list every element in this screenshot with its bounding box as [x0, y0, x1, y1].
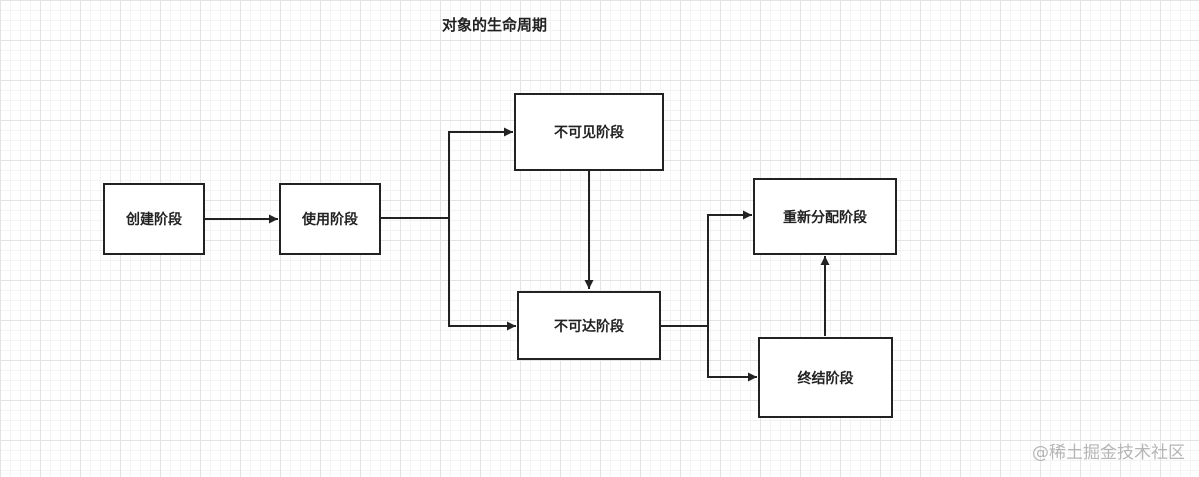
watermark: @稀土掘金技术社区 — [1032, 443, 1185, 463]
edge-unreachable-to-finalize — [707, 326, 757, 382]
edge-use-to-invisible — [381, 127, 513, 219]
edge-unreachable-to-reallocate — [661, 210, 752, 327]
node-use-stage: 使用阶段 — [279, 183, 381, 255]
node-create-stage: 创建阶段 — [103, 183, 205, 255]
node-reallocate-stage: 重新分配阶段 — [753, 178, 897, 255]
diagram-title: 对象的生命周期 — [442, 16, 548, 34]
node-unreachable-stage: 不可达阶段 — [517, 291, 661, 360]
node-invisible-stage: 不可见阶段 — [514, 93, 664, 171]
node-finalize-stage: 终结阶段 — [758, 337, 893, 418]
edge-use-to-unreachable — [448, 218, 516, 331]
